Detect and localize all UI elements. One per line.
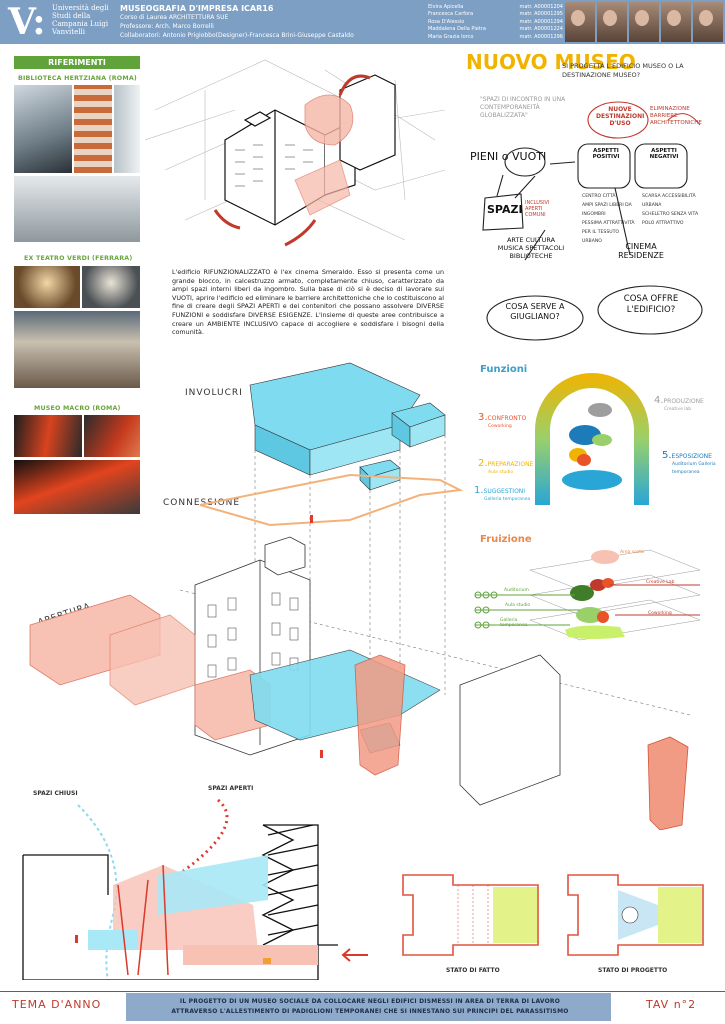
university-name: Università degli Studi della Campania Lu… [52, 4, 109, 36]
plans-drawing [402, 874, 704, 956]
student-photo [693, 2, 723, 42]
reference-label: EX TEATRO VERDI (FERRARA) [24, 255, 133, 262]
concept-title: NUOVO MUSEO [466, 50, 636, 74]
collaborators: Collaboratori: Antonio Prigiobbo(Designe… [120, 32, 354, 39]
cinema-residenze: CINEMA RESIDENZE [618, 242, 664, 260]
footer-band [126, 993, 611, 1021]
student-photo [597, 2, 627, 42]
concept-map-drawing [482, 101, 703, 341]
tema-label: TEMA D'ANNO [12, 998, 102, 1011]
spazi-label: SPAZI [487, 203, 523, 216]
course-title: MUSEOGRAFIA D'IMPRESA ICAR16 [120, 4, 274, 13]
label-connessione: CONNESSIONE [163, 498, 241, 508]
course-info: MUSEOGRAFIA D'IMPRESA ICAR16 Corso di La… [120, 4, 420, 40]
new-destinations: NUOVE DESTINAZIONI D'USO [596, 106, 645, 127]
eliminate-barriers: ELIMINAZIONE BARRIERE ARCHITETTONICHE [650, 106, 702, 126]
student-photo [565, 2, 595, 42]
reference-label: BIBLIOTECA HERTZIANA (ROMA) [18, 75, 137, 82]
negative-items: SCARSA ACCESSIBILITÀ URBANA SCHELETRO SE… [642, 194, 699, 226]
fruizione-label: Aula studio [505, 603, 531, 608]
reference-photo [114, 85, 140, 173]
footer-divider [0, 991, 725, 992]
project-description: L'edificio RIFUNZIONALIZZATO è l'ex cine… [172, 268, 444, 337]
question-offre: COSA OFFRE L'EDIFICIO? [623, 294, 679, 315]
funzioni-arch [535, 373, 649, 505]
funzioni-title: Funzioni [480, 364, 528, 375]
label-stato-fatto: STATO DI FATTO [446, 967, 500, 974]
spazi-note: INCLUSIVI APERTI COMUNI [525, 200, 550, 218]
fruizione-diagram [474, 549, 701, 641]
fruizione-label: Creative Lab [646, 580, 675, 585]
reference-label: MUSEO MACRO (ROMA) [34, 405, 121, 412]
professor: Professore: Arch. Marco Borrelli [120, 23, 214, 30]
positive-items: CENTRO CITTÀ AMPI SPAZI LIBERI DA INGOMB… [582, 194, 635, 244]
references-heading: RIFERIMENTI [14, 56, 140, 69]
student-photo [661, 2, 691, 42]
fruizione-label: Auditorium [504, 588, 529, 593]
label-stato-progetto: STATO DI PROGETTO [598, 967, 668, 974]
section-drawing [22, 798, 368, 980]
label-spazi-aperti: SPAZI APERTI [208, 785, 254, 792]
reference-photo [14, 415, 82, 457]
reference-photo [14, 176, 140, 242]
footer-theme-text: IL PROGETTO DI UN MUSEO SOCIALE DA COLLO… [171, 998, 569, 1015]
question-serve: COSA SERVE A GIUGLIANO? [505, 302, 565, 321]
activities: ARTE CULTURA MUSICA SPETTACOLI BIBLIOTEC… [497, 236, 565, 260]
student-photo [629, 2, 659, 42]
positive-title: ASPETTI POSITIVI [592, 148, 620, 160]
fruizione-label: Area sosta [620, 550, 644, 555]
reference-photo [14, 85, 72, 173]
student-photos [565, 2, 723, 42]
reference-photo [74, 85, 112, 173]
reference-photo [14, 311, 140, 388]
label-spazi-chiusi: SPAZI CHIUSI [33, 790, 78, 797]
fruizione-title: Fruizione [480, 534, 532, 545]
fruizione-label: Coworking [648, 611, 672, 616]
label-involucri: INVOLUCRI [185, 388, 243, 398]
concept-question-top: SI PROGETTA L'EDIFICIO MUSEO O LA DESTIN… [562, 62, 684, 79]
university-logo: V: [8, 1, 46, 43]
table-number: TAV n°2 [646, 998, 697, 1011]
course-subtitle: Corso di Laurea ARCHITETTURA SUE [120, 14, 229, 21]
reference-photo [14, 266, 80, 308]
negative-title: ASPETTI NEGATIVI [649, 148, 679, 160]
reference-photo [84, 415, 140, 457]
reference-photo [82, 266, 140, 308]
pieni-vuoti: PIENI o VUOTI [470, 150, 547, 163]
concept-subtitle: "SPAZI DI INCONTRO IN UNA CONTEMPORANEIT… [480, 96, 566, 119]
reference-photo [14, 460, 140, 514]
exploded-axonometric [29, 362, 691, 830]
building-sketch [145, 59, 446, 247]
fruizione-label: Galleria temporanea [500, 618, 528, 628]
